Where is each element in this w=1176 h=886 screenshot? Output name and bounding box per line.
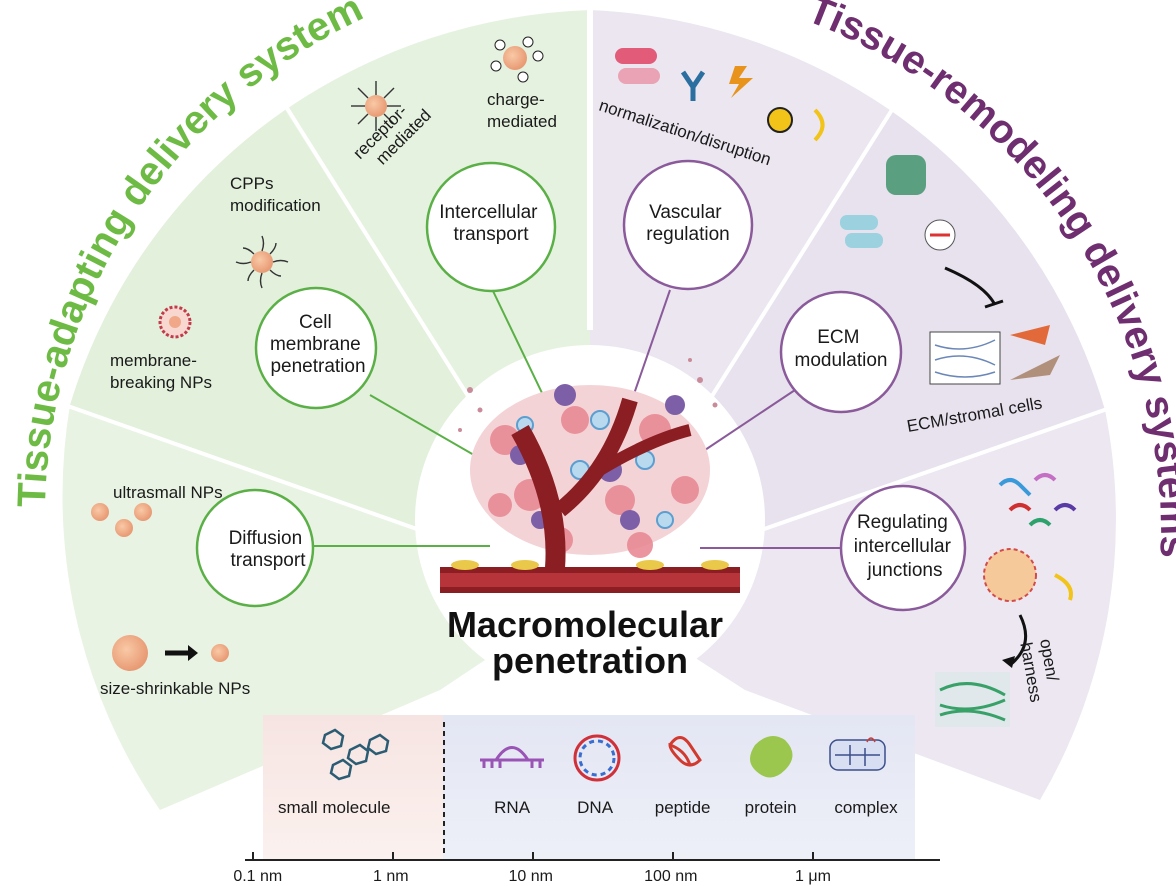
right-labels: normalization/disruption ECM/stromal cel… bbox=[597, 48, 1077, 727]
drug-pill-icons bbox=[615, 48, 825, 142]
ecm-node-label: ECM modulation bbox=[795, 327, 888, 371]
junctions-node bbox=[839, 484, 967, 612]
left-sector-bottom bbox=[62, 405, 591, 810]
charge-np-icon bbox=[490, 36, 544, 83]
membrane-breaking-np-icon bbox=[158, 305, 192, 339]
peptide-icon bbox=[668, 736, 702, 767]
ultrasmall-label: ultrasmall NPs bbox=[113, 483, 223, 502]
diffusion-node bbox=[195, 488, 315, 608]
protein-icon bbox=[750, 736, 793, 778]
intercellular-node-label: Intercellular transport bbox=[439, 202, 543, 245]
small-molecule-icon bbox=[321, 728, 390, 781]
dna-icon bbox=[573, 734, 621, 782]
rna-icon bbox=[480, 746, 544, 768]
cpps-label: CPPs modification bbox=[230, 174, 321, 215]
biomolecule-icons bbox=[935, 473, 1077, 727]
left-labels: ultrasmall NPs size-shrinkable NPs membr… bbox=[91, 36, 557, 698]
size-scale: 0.1 nm 1 nm 10 nm 100 nm 1 μm bbox=[233, 852, 940, 885]
diffusion-node-label: Diffusion transport bbox=[229, 528, 308, 571]
vascular-node-label: Vascular regulation bbox=[646, 202, 729, 245]
size-shrinkable-label: size-shrinkable NPs bbox=[100, 679, 250, 698]
small-molecule-label: small molecule bbox=[278, 798, 390, 817]
molecule-labels: RNA DNA peptide protein complex bbox=[494, 798, 898, 817]
ecm-node bbox=[779, 290, 903, 414]
complex-icon bbox=[829, 737, 886, 771]
center-title: Macromolecular penetration bbox=[447, 604, 733, 681]
tumor-tissue-illustration bbox=[440, 358, 740, 593]
ultrasmall-nps-icon bbox=[91, 503, 152, 537]
intercellular-node bbox=[425, 161, 557, 293]
size-shrinkable-icon bbox=[112, 635, 229, 671]
receptor-np-icon bbox=[351, 81, 401, 131]
cell-membrane-node-label: Cell membrane penetration bbox=[270, 312, 366, 377]
cpp-np-icon bbox=[235, 235, 289, 289]
junctions-node-label: Regulating intercellular junctions bbox=[854, 512, 956, 581]
vascular-node bbox=[622, 159, 754, 291]
scale-tick-labels: 0.1 nm 1 nm 10 nm 100 nm 1 μm bbox=[233, 868, 831, 885]
nodes: Diffusion transport Cell membrane penetr… bbox=[195, 159, 967, 612]
ecm-drug-icons bbox=[840, 155, 1060, 385]
charge-label: charge- mediated bbox=[487, 90, 557, 131]
molecule-panel: small molecule RNA DNA peptide protein c… bbox=[263, 715, 915, 860]
membrane-breaking-label: membrane- breaking NPs bbox=[110, 351, 212, 392]
cell-membrane-node bbox=[254, 286, 378, 410]
